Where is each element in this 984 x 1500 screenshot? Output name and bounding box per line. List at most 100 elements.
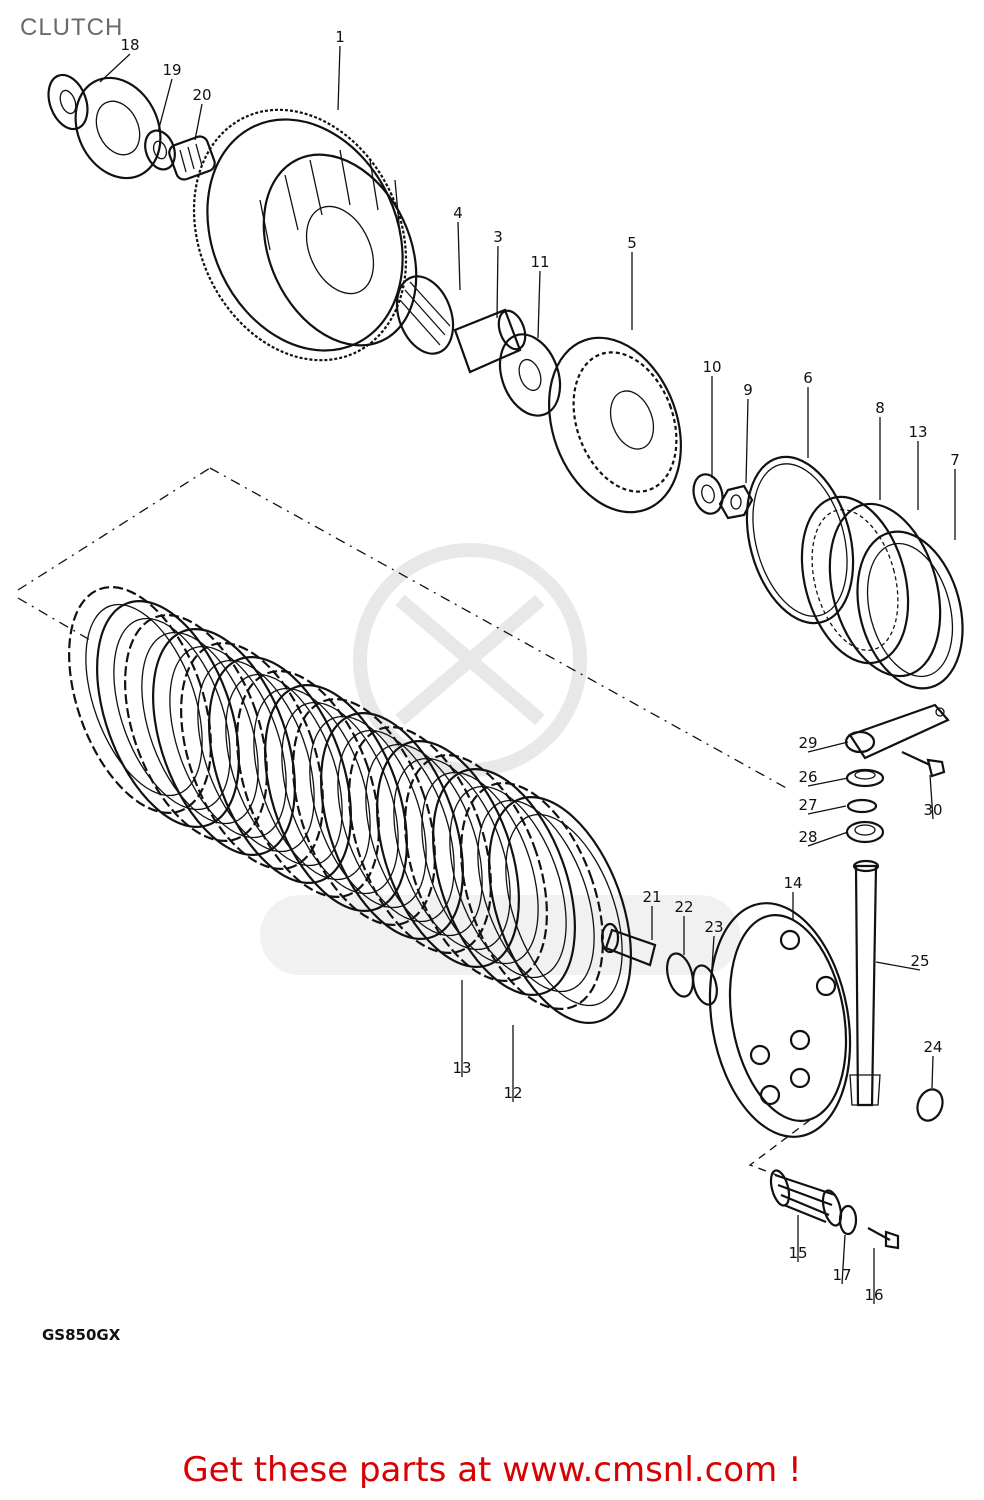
part-4-needle-bearing (395, 275, 455, 355)
clutch-plate (292, 698, 436, 926)
callout-c17: 17 (832, 1266, 851, 1284)
leader-line-c26 (807, 777, 849, 787)
part-14-pressure-plate (708, 902, 852, 1138)
clutch-plate (96, 600, 240, 828)
part-11-thrust-washer (498, 333, 562, 417)
part-26-oil-seal (845, 768, 885, 788)
callout-c23: 23 (704, 918, 723, 936)
part-16-bolt (867, 1227, 900, 1250)
clutch-plate (152, 628, 296, 856)
clutch-plate-inner (85, 603, 203, 797)
assembly-lines (17, 467, 811, 1181)
callout-c18: 18 (120, 36, 139, 54)
leader-line-c27 (807, 805, 847, 815)
clutch-plate-inner (421, 771, 539, 965)
leader-line-c25 (875, 961, 921, 971)
callout-c28: 28 (798, 828, 817, 846)
callout-c13b: 13 (452, 1059, 471, 1077)
part-27-washer (846, 798, 878, 814)
leader-line-c11 (537, 270, 541, 339)
clutch-plate-inner (337, 729, 455, 923)
watermark-logo (260, 543, 740, 975)
clutch-plate (460, 782, 604, 1010)
callout-c13a: 13 (908, 423, 927, 441)
callout-c5: 5 (627, 234, 637, 252)
clutch-plate-inner (253, 687, 371, 881)
part-18-thrust-washer (47, 73, 89, 131)
leader-line-c30 (929, 774, 934, 820)
leader-line-c20 (194, 103, 203, 141)
callout-c3: 3 (493, 228, 503, 246)
callout-c27: 27 (798, 796, 817, 814)
clutch-plate-inner (197, 659, 315, 853)
callout-c7: 7 (950, 451, 960, 469)
clutch-plate-inner (477, 799, 595, 993)
callout-c14: 14 (783, 874, 802, 892)
callout-c11: 11 (530, 253, 549, 271)
part-25-release-shaft (849, 859, 881, 1107)
leader-line-c4 (457, 221, 461, 291)
clutch-plate (68, 586, 212, 814)
part-5-clutch-sleeve-hub (548, 336, 682, 514)
clutch-plate (432, 768, 576, 996)
part-15-clutch-spring (769, 1169, 843, 1227)
part-3-sleeve-hub (453, 308, 527, 374)
clutch-plate (404, 754, 548, 982)
footer-link[interactable]: Get these parts at www.cmsnl.com ! (0, 1450, 984, 1490)
callout-c26: 26 (798, 768, 817, 786)
part-22-thrust-bearing (665, 952, 695, 998)
callout-c12: 12 (503, 1084, 522, 1102)
callout-c16: 16 (864, 1286, 883, 1304)
callout-c1: 1 (335, 28, 345, 46)
clutch-plate-inner (113, 617, 231, 811)
leader-line-c29 (807, 741, 849, 753)
part-18-gear-plate (74, 76, 162, 180)
callout-c21: 21 (642, 888, 661, 906)
callout-c8: 8 (875, 399, 885, 417)
part-23-washer (692, 964, 718, 1006)
callout-c6: 6 (803, 369, 813, 387)
clutch-plate-inner (169, 645, 287, 839)
leader-line-c23 (711, 935, 715, 969)
part-6-wave-spring (745, 455, 855, 625)
clutch-plate-stack (68, 586, 632, 1024)
callout-c24: 24 (923, 1038, 942, 1056)
leader-line-c1 (337, 45, 341, 111)
leader-line-c28 (807, 831, 849, 847)
clutch-plate-stack-rings (68, 586, 632, 1024)
part-29-release-arm (844, 703, 950, 760)
part-8-spring-seat (800, 495, 910, 665)
callout-c15: 15 (788, 1244, 807, 1262)
clutch-plate (236, 670, 380, 898)
leader-line-c19 (157, 78, 173, 133)
clutch-plate (124, 614, 268, 842)
page-title: CLUTCH (20, 14, 124, 41)
callout-c20: 20 (192, 86, 211, 104)
leader-line-c17 (841, 1234, 846, 1285)
part-17-washer (838, 1204, 858, 1236)
part-7-driven-plate (856, 530, 964, 690)
clutch-plate (320, 712, 464, 940)
leader-line-c3 (496, 245, 499, 319)
clutch-plate-inner (225, 673, 343, 867)
callout-c10: 10 (702, 358, 721, 376)
part-21-push-piece (600, 922, 657, 967)
clutch-plate-inner (281, 701, 399, 895)
clutch-plate-inner (505, 813, 623, 1007)
callout-c19: 19 (162, 61, 181, 79)
callout-c22: 22 (674, 898, 693, 916)
clutch-plate-inner (309, 715, 427, 909)
clutch-plate (180, 642, 324, 870)
part-10-lock-washer (692, 473, 724, 515)
part-1-clutch-housing (192, 108, 418, 362)
footer-link-text[interactable]: Get these parts at www.cmsnl.com ! (182, 1450, 802, 1490)
clutch-plate-inner (141, 631, 259, 825)
clutch-plate-inner (449, 785, 567, 979)
leader-line-c24 (931, 1055, 934, 1089)
part-13-driven-plate-top (828, 502, 942, 678)
callout-c4: 4 (453, 204, 463, 222)
clutch-plate-inner (393, 757, 511, 951)
clutch-plate (348, 726, 492, 954)
clutch-plate-inner (365, 743, 483, 937)
